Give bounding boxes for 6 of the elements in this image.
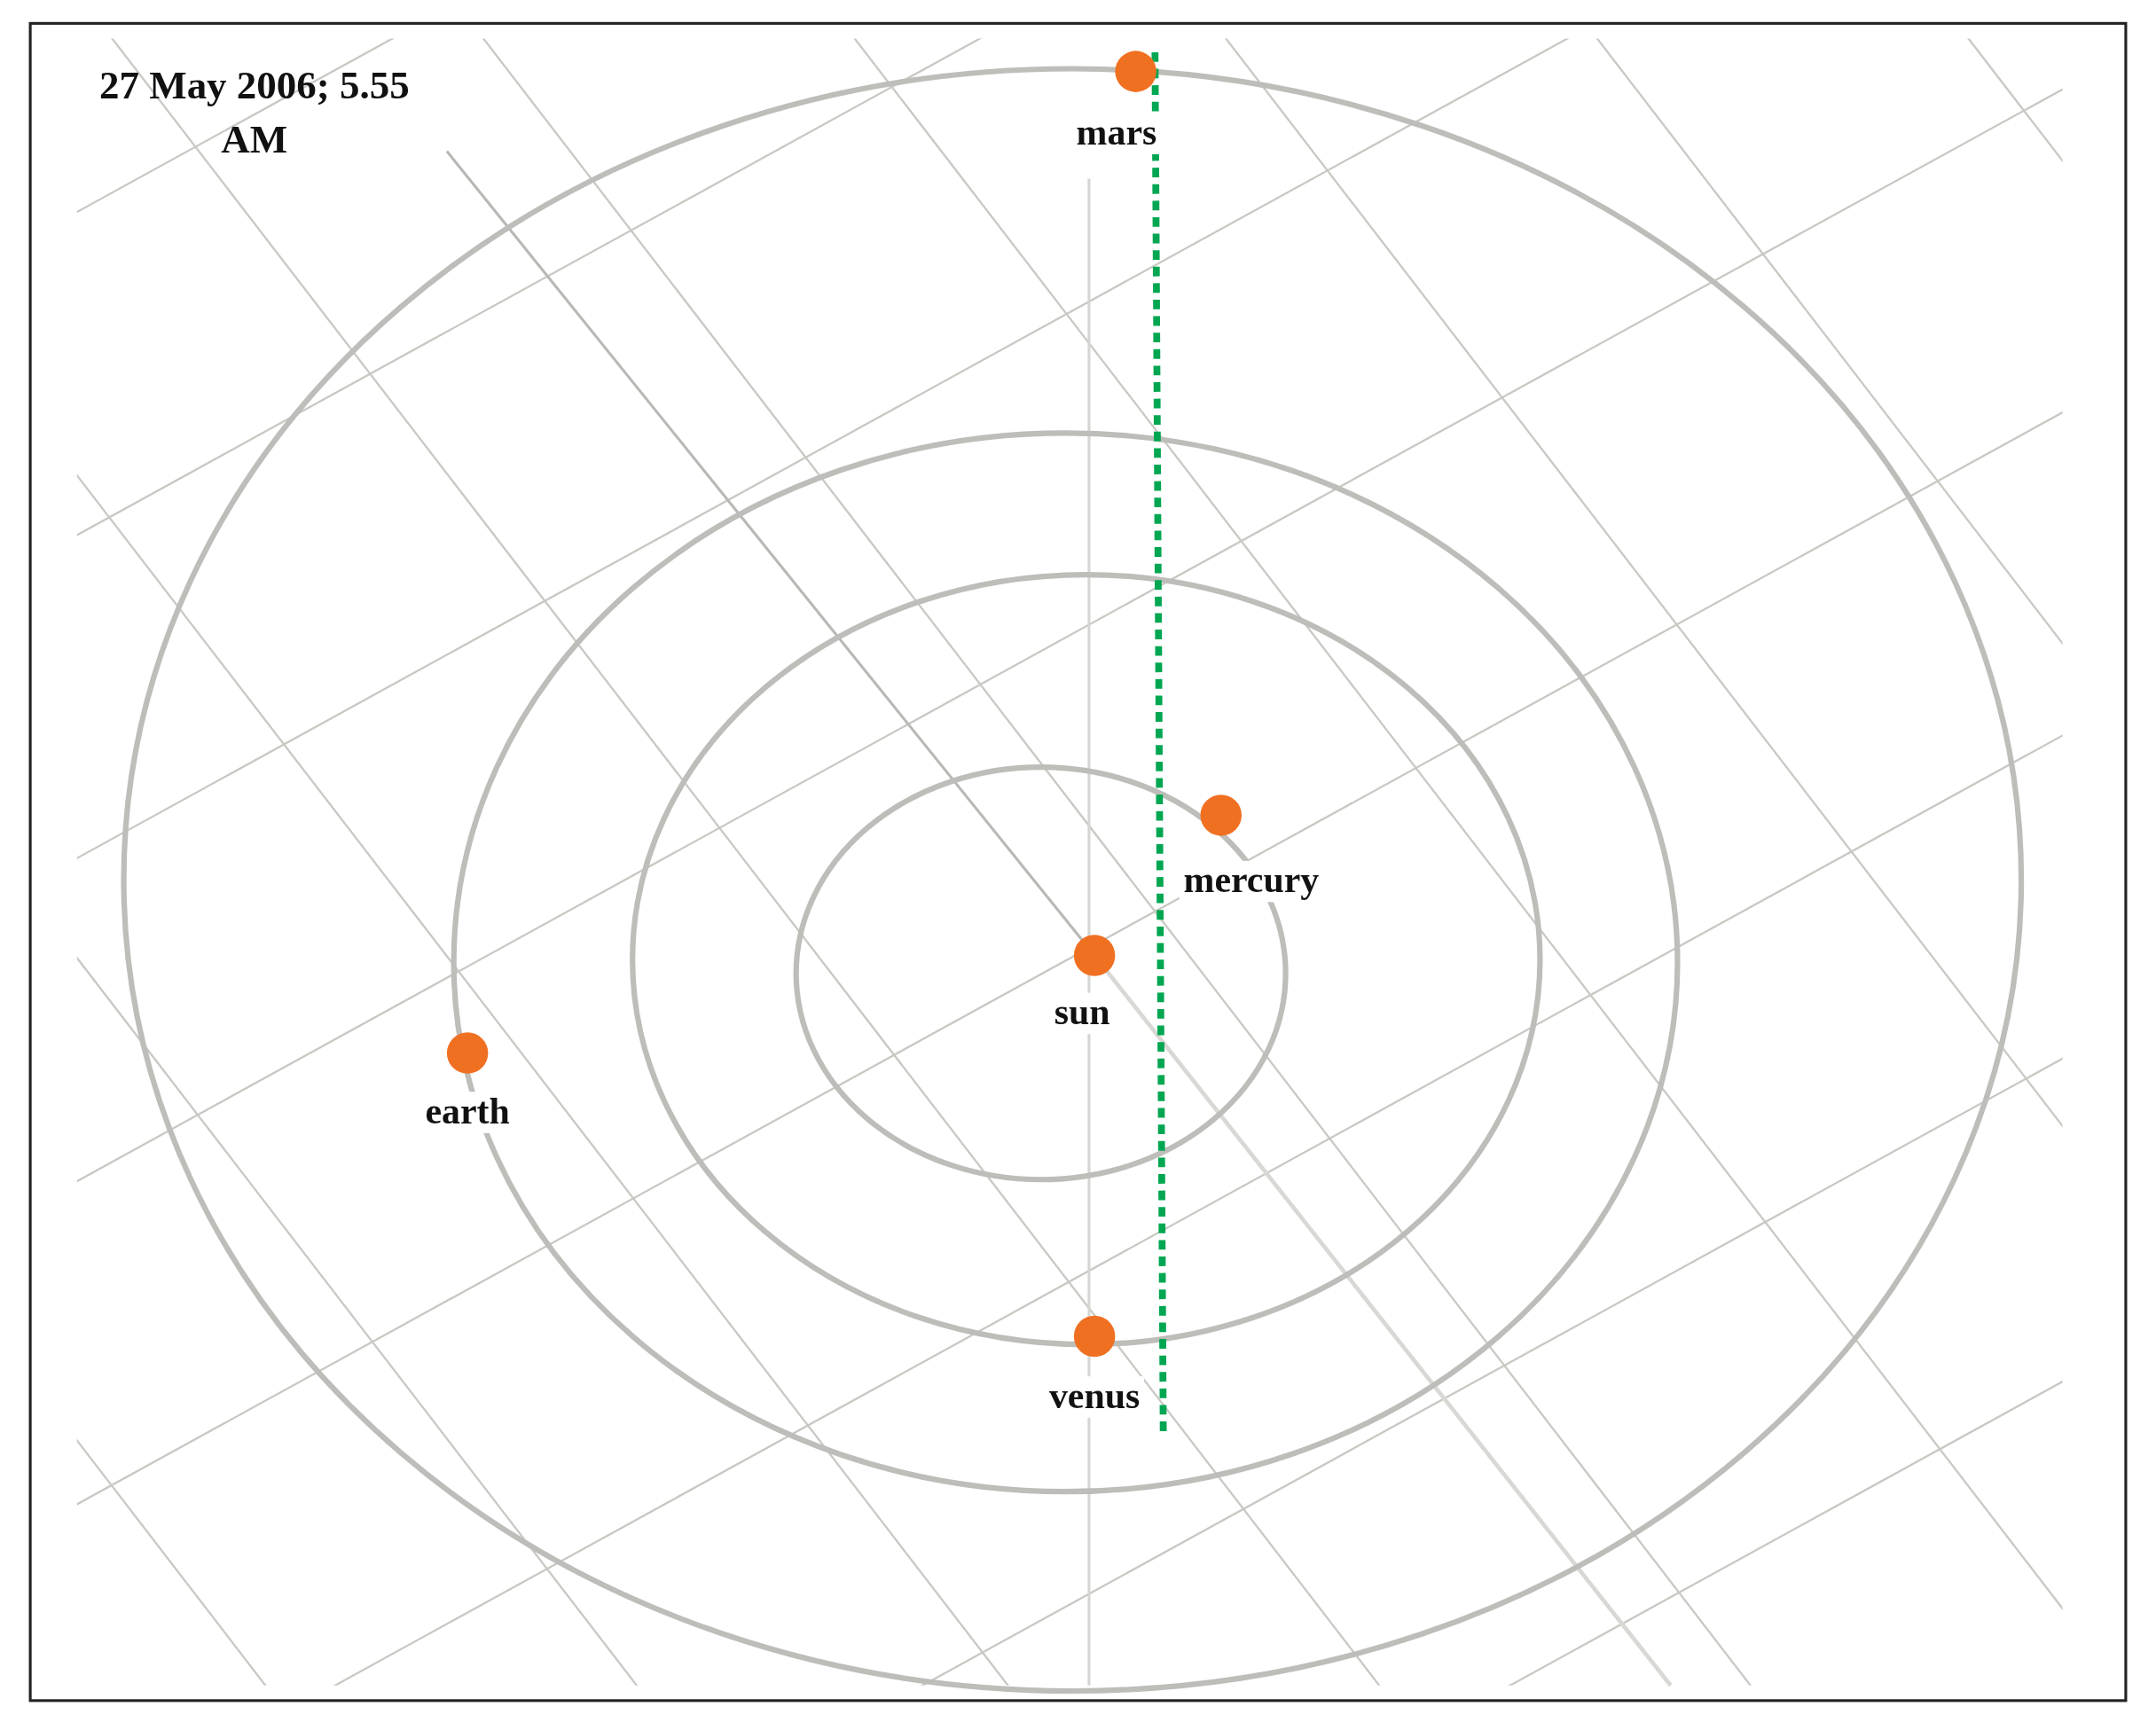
- planet-dot: [1113, 49, 1158, 94]
- planet-dot: [1198, 793, 1243, 838]
- planet-dot: [1072, 1314, 1117, 1358]
- planet-dot: [1072, 933, 1117, 978]
- title: 27 May 2006; 5.55 AM: [98, 62, 411, 163]
- planet-dot: [445, 1030, 490, 1076]
